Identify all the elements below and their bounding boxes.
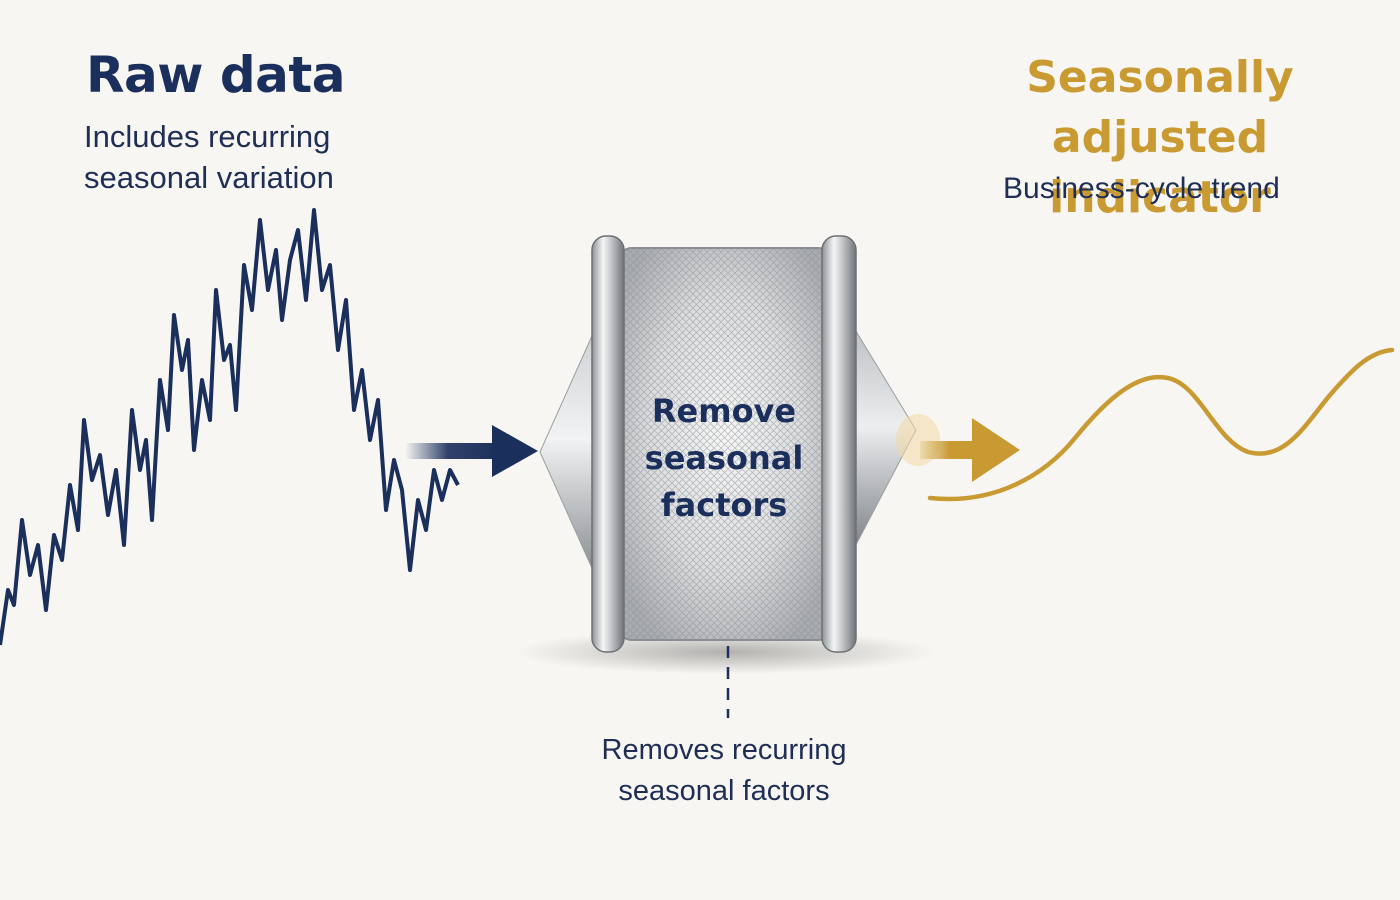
adjusted-arrow-shaft xyxy=(920,441,980,459)
raw-data-title: Raw data xyxy=(86,46,346,104)
filter-caption-line-1: Removes recurring xyxy=(601,734,847,766)
adjusted-title-line-1: Seasonally xyxy=(1026,52,1294,103)
filter-left-flange xyxy=(591,235,625,653)
filter-right-flange xyxy=(821,235,857,653)
filter-caption-line-2: seasonal factors xyxy=(618,775,830,807)
adjusted-trend-line xyxy=(927,347,1395,502)
filter-label-line-1: Remove xyxy=(651,392,797,430)
adjusted-title-line-2: adjusted indicator xyxy=(1049,112,1271,223)
filter-label-line-3: factors xyxy=(660,486,788,524)
raw-arrow-shaft xyxy=(405,443,500,459)
filter-inlet-cone xyxy=(539,317,601,587)
raw-data-line xyxy=(0,208,460,646)
filter-mesh-texture xyxy=(618,248,832,640)
raw-subtitle-line-2: seasonal variation xyxy=(84,160,334,195)
adjusted-subtitle: Business-cycle trend xyxy=(1003,172,1280,205)
raw-subtitle-line-1: Includes recurring xyxy=(84,119,331,154)
filter-caption: Removes recurring seasonal factors xyxy=(584,730,864,812)
adjusted-arrow-head xyxy=(972,418,1020,482)
filter-label-line-2: seasonal xyxy=(644,439,804,477)
raw-arrow-head xyxy=(492,425,538,477)
raw-data-subtitle: Includes recurring seasonal variation xyxy=(84,116,334,198)
filter-label: Remove seasonal factors xyxy=(640,388,808,529)
adjusted-title: Seasonally adjusted indicator xyxy=(970,48,1350,228)
